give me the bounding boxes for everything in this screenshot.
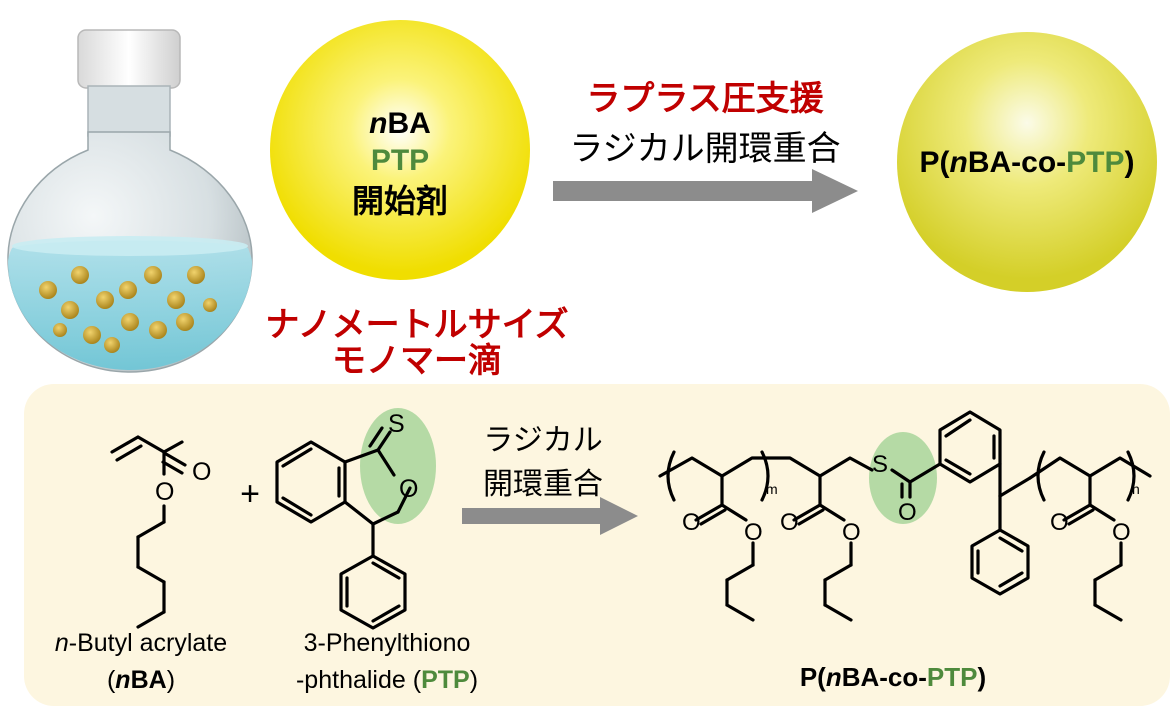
arrow-label-polymerization: ラジカル開環重合 (569, 130, 840, 168)
reaction-arrow: ラジカル 開環重合 (462, 424, 638, 535)
nanodroplet-caption: ナノメートルサイズ モノマー滴 (265, 305, 568, 380)
reaction-arrow-label-2: 開環重合 (483, 468, 603, 501)
reaction-arrow-label-1: ラジカル (483, 424, 602, 457)
nba-ester-o: O (155, 478, 174, 506)
product-o-2a: O (780, 509, 799, 536)
product-o-1a: O (682, 509, 701, 536)
product-o-3b: O (1112, 519, 1131, 546)
ptp-ring-o: O (399, 475, 418, 503)
product-label: P(nBA-co-PTP) (800, 662, 986, 692)
droplet-line-ptp: PTP (371, 144, 429, 177)
product-s: S (872, 451, 888, 478)
flask-cap (77, 29, 181, 89)
structure-ptp (275, 426, 412, 630)
product-o-3a: O (1050, 509, 1069, 536)
ptp-thiolactone-highlight (360, 408, 436, 524)
ptp-name-line-2: -phthalide (PTP) (296, 666, 478, 694)
plus-sign: + (240, 475, 260, 513)
caption-line-1: ナノメートルサイズ (265, 305, 568, 344)
product-o-2b: O (842, 519, 861, 546)
caption-line-2: モノマー滴 (332, 342, 502, 380)
flask-illustration (7, 29, 253, 373)
polymer-droplet: P(nBA-co-PTP) (897, 32, 1157, 292)
nba-name-line-2: (nBA) (107, 666, 175, 694)
ptp-name-line-1: 3-Phenylthiono (304, 629, 471, 657)
process-arrow: ラプラス圧支援 ラジカル開環重合 (553, 80, 858, 213)
subscript-n: n (1132, 481, 1140, 497)
flask-beads (39, 266, 217, 353)
arrow-label-laplace: ラプラス圧支援 (586, 80, 824, 118)
nba-carbonyl-o: O (192, 458, 211, 486)
product-thioester-o: O (898, 499, 917, 526)
product-o-1b: O (744, 519, 763, 546)
ptp-thione-s: S (388, 410, 405, 438)
droplet-line-initiator: 開始剤 (352, 183, 448, 219)
droplet-polymer-label: P(nBA-co-PTP) (919, 146, 1134, 179)
nba-name-line-1: n-Butyl acrylate (55, 629, 227, 657)
monomer-droplet: nBA PTP 開始剤 (270, 20, 530, 280)
droplet-line-nba: nBA (369, 107, 431, 140)
structure-product (658, 410, 1152, 622)
liquid-surface (12, 236, 248, 256)
flask-neck (87, 85, 171, 137)
subscript-m: m (766, 481, 778, 497)
